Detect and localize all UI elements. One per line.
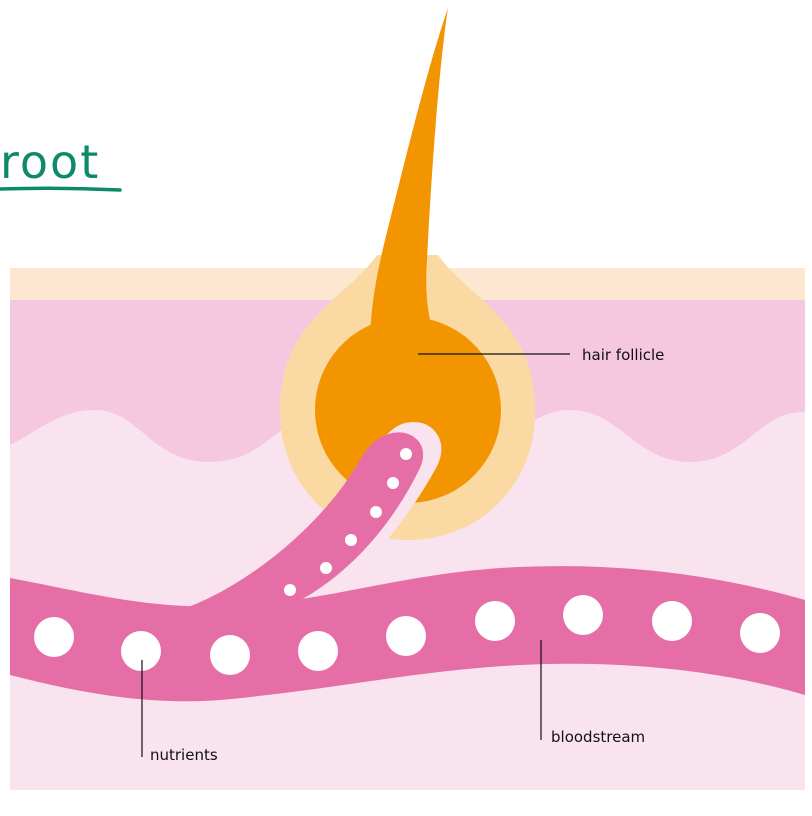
nutrient-dot-small [387,477,399,489]
bloodstream-label: bloodstream [551,728,645,746]
nutrient-dot [121,631,161,671]
title-group: root [0,135,120,190]
nutrient-dot [298,631,338,671]
nutrient-dot-small [400,448,412,460]
nutrient-dot [563,595,603,635]
nutrient-dot-small [345,534,357,546]
nutrients-label: nutrients [150,746,218,764]
nutrient-dot [652,601,692,641]
nutrient-dot [475,601,515,641]
nutrient-dot-small [320,562,332,574]
nutrient-dot [34,617,74,657]
nutrient-dot [210,635,250,675]
nutrient-dot-small [370,506,382,518]
hair-follicle-label: hair follicle [582,346,664,364]
title-underline [0,188,120,190]
nutrient-dot [386,616,426,656]
diagram-title: root [0,135,100,189]
nutrient-dot-small [284,584,296,596]
nutrient-dot [740,613,780,653]
